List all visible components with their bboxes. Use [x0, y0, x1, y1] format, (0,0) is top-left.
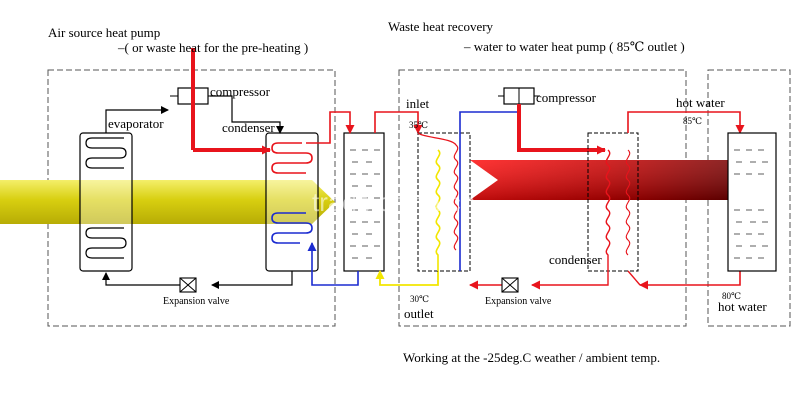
watermark: trade.china.cn: [312, 187, 475, 217]
condenser-left-label: condenser: [222, 120, 275, 135]
refrigerant-line-left-top: [105, 106, 169, 133]
inlet-hot-line: [374, 111, 423, 134]
condenser-right-red-coil: [605, 149, 611, 271]
evaporator-coil-bottom: [85, 227, 127, 259]
expansion-valve-left-label: Expansion valve: [163, 296, 230, 307]
refrigerant-line-left-bottom: [211, 271, 293, 289]
refrigerant-cold-line: [459, 111, 500, 271]
storage-tank-left: [343, 132, 385, 272]
hot-water-tank-box: [707, 69, 791, 327]
outlet-warm-line: [375, 270, 439, 286]
hot-water-line-left: [306, 111, 355, 144]
temp-30-label: 30℃: [410, 294, 429, 304]
evaporator-label: evaporator: [108, 116, 164, 131]
heat-exchanger-red-coil: [417, 132, 459, 251]
evaporator-coil-top: [85, 137, 127, 169]
discharge-line-right: [517, 104, 606, 155]
footer-note: Working at the -25deg.C weather / ambien…: [403, 350, 660, 365]
compressor-right-label: compressor: [536, 90, 597, 105]
heat-exchanger-yellow-coil: [435, 149, 441, 271]
condenser-cold-coil: [271, 212, 313, 244]
left-subtitle: –( or waste heat for the pre-heating ): [117, 40, 308, 55]
condenser-right-label: condenser: [549, 252, 602, 267]
temp-80-label: 80℃: [722, 291, 741, 301]
hot-water-bottom-label: hot water: [718, 299, 767, 314]
hot-water-line-right: [627, 111, 745, 134]
outlet-label: outlet: [404, 306, 434, 321]
condenser-hot-coil: [271, 142, 313, 174]
hot-water-return-right: [639, 271, 741, 290]
expansion-valve-right-label: Expansion valve: [485, 296, 552, 307]
condenser-coil-right: [587, 132, 639, 272]
inlet-label: inlet: [406, 96, 429, 111]
hot-water-top-label: hot water: [676, 95, 725, 110]
temp-35-label: 35℃: [409, 120, 428, 130]
hot-water-tank: [727, 132, 777, 272]
right-subtitle: – water to water heat pump ( 85℃ outlet …: [463, 39, 685, 54]
left-title: Air source heat pump: [48, 25, 160, 40]
condenser-right-coil-inner: [625, 149, 631, 256]
evaporator-coil: [79, 132, 133, 272]
heat-exchanger-inlet: [417, 132, 471, 272]
compressor-left-label: compressor: [210, 84, 271, 99]
cold-return-line-left: [307, 242, 359, 286]
right-title: Waste heat recovery: [388, 19, 494, 34]
temp-85-label: 85℃: [683, 116, 702, 126]
ambient-air-arrow: [0, 180, 335, 224]
refrigerant-line-right-bottom: [531, 271, 609, 290]
